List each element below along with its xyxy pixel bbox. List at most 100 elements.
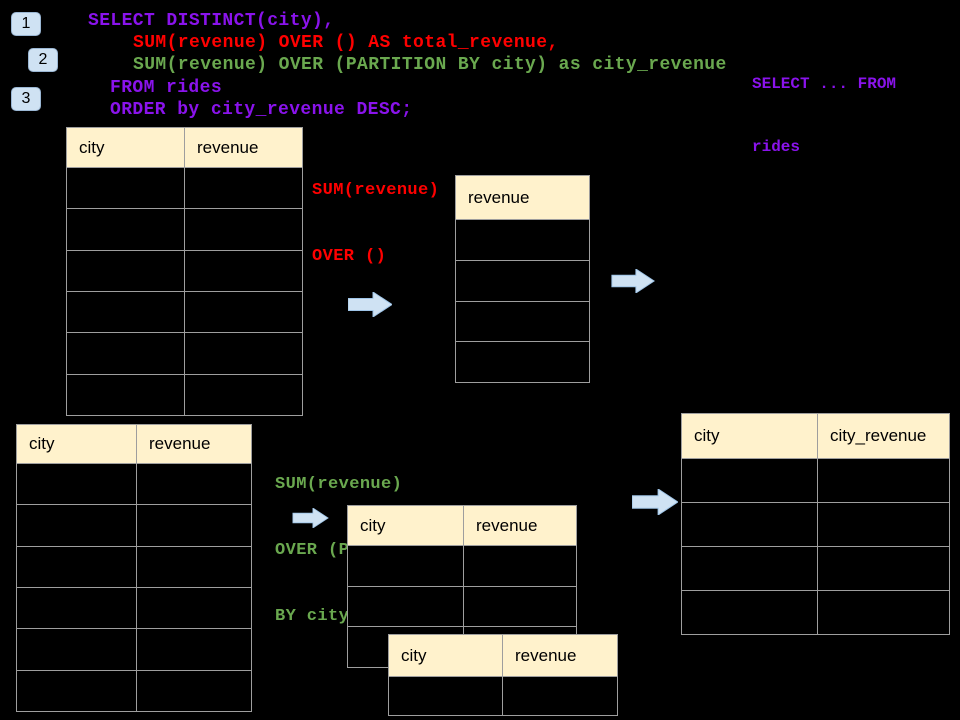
table-cell [67,209,185,250]
table-row [17,463,251,505]
table-header-row: city revenue [17,425,251,463]
table-row [67,373,302,415]
annotation-line: BY city) [275,607,360,626]
table-cell [137,464,251,504]
annotation-total-revenue: SUM(revenue) OVER () [312,136,439,312]
table-row [67,332,302,374]
table-cell [185,333,302,373]
table-cell [17,464,137,505]
table-row [67,208,302,250]
table-row [456,300,589,342]
table-header-row: city revenue [348,506,576,545]
column-header-revenue: revenue [515,645,577,665]
table-body [67,167,302,415]
table-row [682,590,949,634]
table-row [348,585,576,627]
table-row [17,504,251,546]
table-row [67,249,302,291]
table-cell [682,503,818,546]
sql-line-from: FROM rides [110,78,223,98]
table-cell [682,459,818,502]
table-cell [67,291,185,333]
table-cell [456,220,589,260]
table-cell [17,587,137,629]
sql-line-sum-partition: SUM(revenue) OVER (PARTITION BY city) as… [133,55,727,75]
table-row [456,259,589,301]
table-row [682,458,949,502]
column-header-city-revenue: city_revenue [830,426,927,445]
annotation-line: OVER () [312,247,387,266]
table-row [17,628,251,670]
table-row [17,586,251,629]
table-header-row: city city_revenue [682,414,949,458]
column-header-city: city [348,506,464,545]
table-row [67,290,302,333]
table-row [67,167,302,209]
sql-line-sum-total: SUM(revenue) OVER () AS total_revenue, [133,33,559,53]
table-body [456,219,589,382]
column-header-city: city [389,635,503,676]
annotation-line: SUM(revenue) [312,181,440,200]
table-cell [185,209,302,249]
table-total-revenue: revenue [455,175,590,383]
table-cell [348,586,464,627]
flow-arrow-right-icon [611,269,655,293]
annotation-line: SUM(revenue) [275,475,403,494]
flow-arrow-right-icon [632,489,678,515]
column-header-city: city [682,414,818,458]
column-header-revenue: revenue [476,515,538,535]
table-cell [185,251,302,291]
table-cell [682,591,818,634]
table-cell [682,547,818,590]
table-cell [503,677,617,715]
step-badge-2: 2 [28,48,58,72]
table-cell [137,671,251,711]
table-row [456,341,589,382]
table-cell [17,546,137,587]
column-header-city: city [17,425,137,463]
table-cell [17,505,137,546]
flow-arrow-right-icon [348,292,392,317]
table-cell [185,168,302,208]
table-city-revenue-result: city city_revenue [681,413,950,635]
column-header-revenue: revenue [468,187,530,207]
table-cell [137,547,251,587]
table-body [682,458,949,634]
table-body [17,463,251,711]
table-body [389,676,617,715]
table-cell [17,670,137,711]
table-header-row: revenue [456,176,589,219]
table-cell [818,459,949,502]
table-cell [456,261,589,301]
side-note-line: rides [752,138,801,156]
table-cell [389,677,503,715]
table-row [682,546,949,590]
table-row [682,502,949,546]
table-source-bottom: city revenue [16,424,252,712]
table-cell [818,547,949,590]
table-row [17,669,251,711]
table-cell [464,587,576,627]
table-header-row: city revenue [67,128,302,167]
table-cell [67,333,185,374]
side-note-select-from-rides: SELECT ... FROM rides [752,32,896,200]
table-header-row: city revenue [389,635,617,676]
table-source-top: city revenue [66,127,303,416]
table-cell [67,250,185,291]
table-cell [456,342,589,382]
table-partition-overlay: city revenue [388,634,618,716]
table-row [456,219,589,260]
sql-line-order-by: ORDER by city_revenue DESC; [110,100,413,120]
table-cell [67,168,185,209]
table-cell [456,302,589,342]
step-badge-3: 3 [11,87,41,111]
table-row [389,676,617,715]
step-badge-1: 1 [11,12,41,36]
table-cell [464,546,576,586]
column-header-revenue: revenue [149,434,211,453]
table-cell [818,503,949,546]
sql-line-select: SELECT DISTINCT(city), [88,11,335,31]
table-row [348,545,576,586]
table-cell [818,591,949,634]
